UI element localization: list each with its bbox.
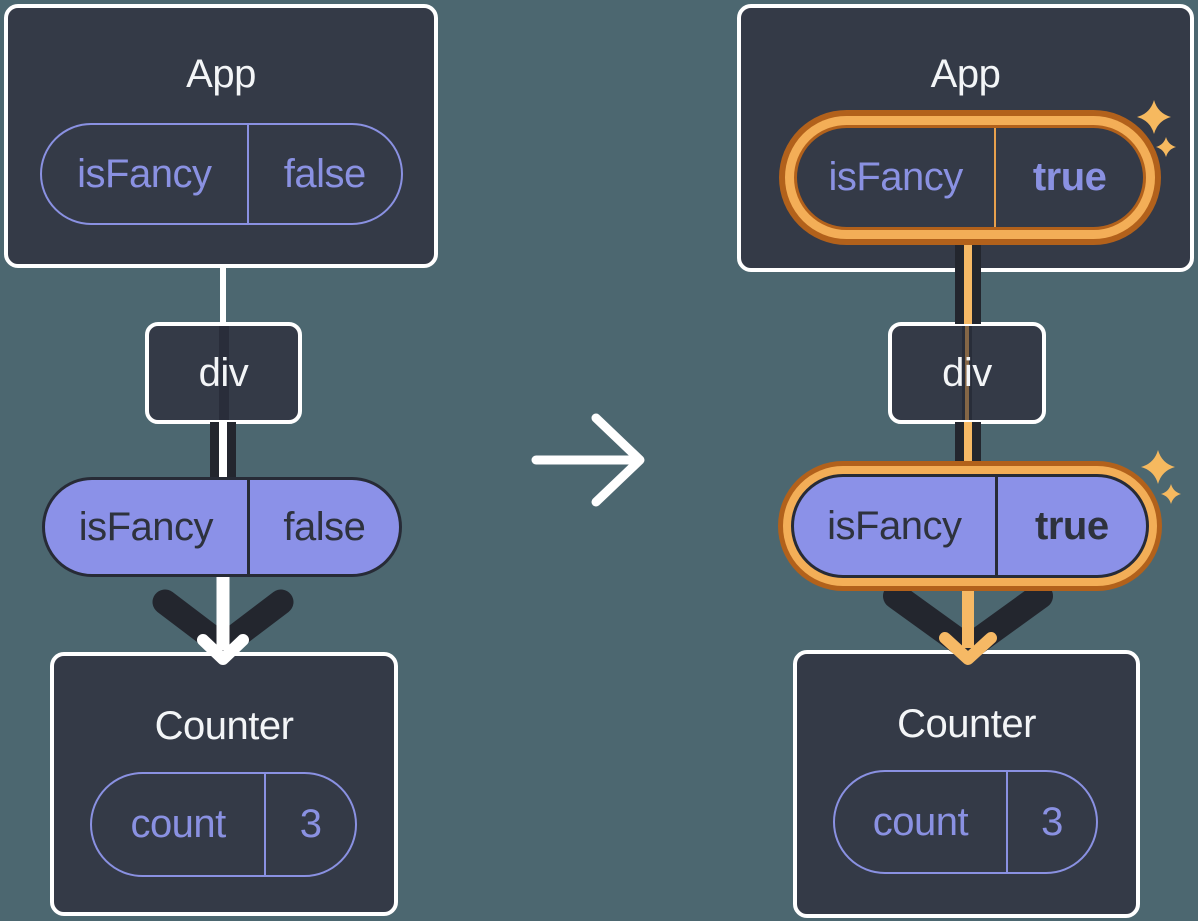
state-pill-isfancy-left: isFancy false (40, 123, 403, 225)
pass-through-stripe-core (965, 326, 969, 420)
sparkle-icon (1161, 484, 1181, 504)
connector-line (220, 266, 226, 324)
prop-arrow-head (939, 632, 997, 665)
pill-key: count (130, 802, 226, 846)
prop-pipe-core (964, 238, 972, 324)
pill-key: isFancy (827, 503, 962, 548)
component-title: App (186, 52, 256, 96)
pass-through-stripe (218, 326, 229, 420)
prop-arrow-head (197, 634, 249, 665)
component-title: Counter (154, 704, 294, 748)
passed-prop-pill-left: isFancy false (42, 477, 402, 577)
sparkle-icon (1156, 137, 1176, 157)
transition-arrow-icon (531, 413, 645, 507)
pill-key: isFancy (77, 151, 212, 196)
pill-value: true (994, 477, 1146, 575)
pill-value: 3 (1005, 772, 1096, 872)
pill-key: count (872, 799, 969, 844)
pill-key: isFancy (78, 504, 214, 549)
sparkle-icon (1137, 100, 1171, 134)
state-pill-count-right: count 3 (833, 770, 1098, 874)
pill-key: isFancy (828, 155, 963, 199)
state-pill-isfancy-right: isFancy true (794, 125, 1146, 230)
pill-value: true (994, 128, 1143, 227)
div-label: div (198, 350, 249, 395)
prop-pipe-core (964, 422, 972, 480)
pill-value: false (246, 125, 401, 223)
component-title: App (930, 52, 1001, 96)
pass-through-stripe (962, 326, 972, 420)
div-label: div (942, 350, 992, 395)
state-pill-count-left: count 3 (90, 772, 357, 877)
component-title: Counter (897, 702, 1036, 746)
sparkle-icon (1141, 450, 1175, 484)
pill-value: 3 (264, 774, 355, 875)
passed-prop-pill-right: isFancy true (791, 474, 1149, 578)
pill-value: false (246, 480, 399, 574)
prop-pipe-core (219, 422, 227, 480)
